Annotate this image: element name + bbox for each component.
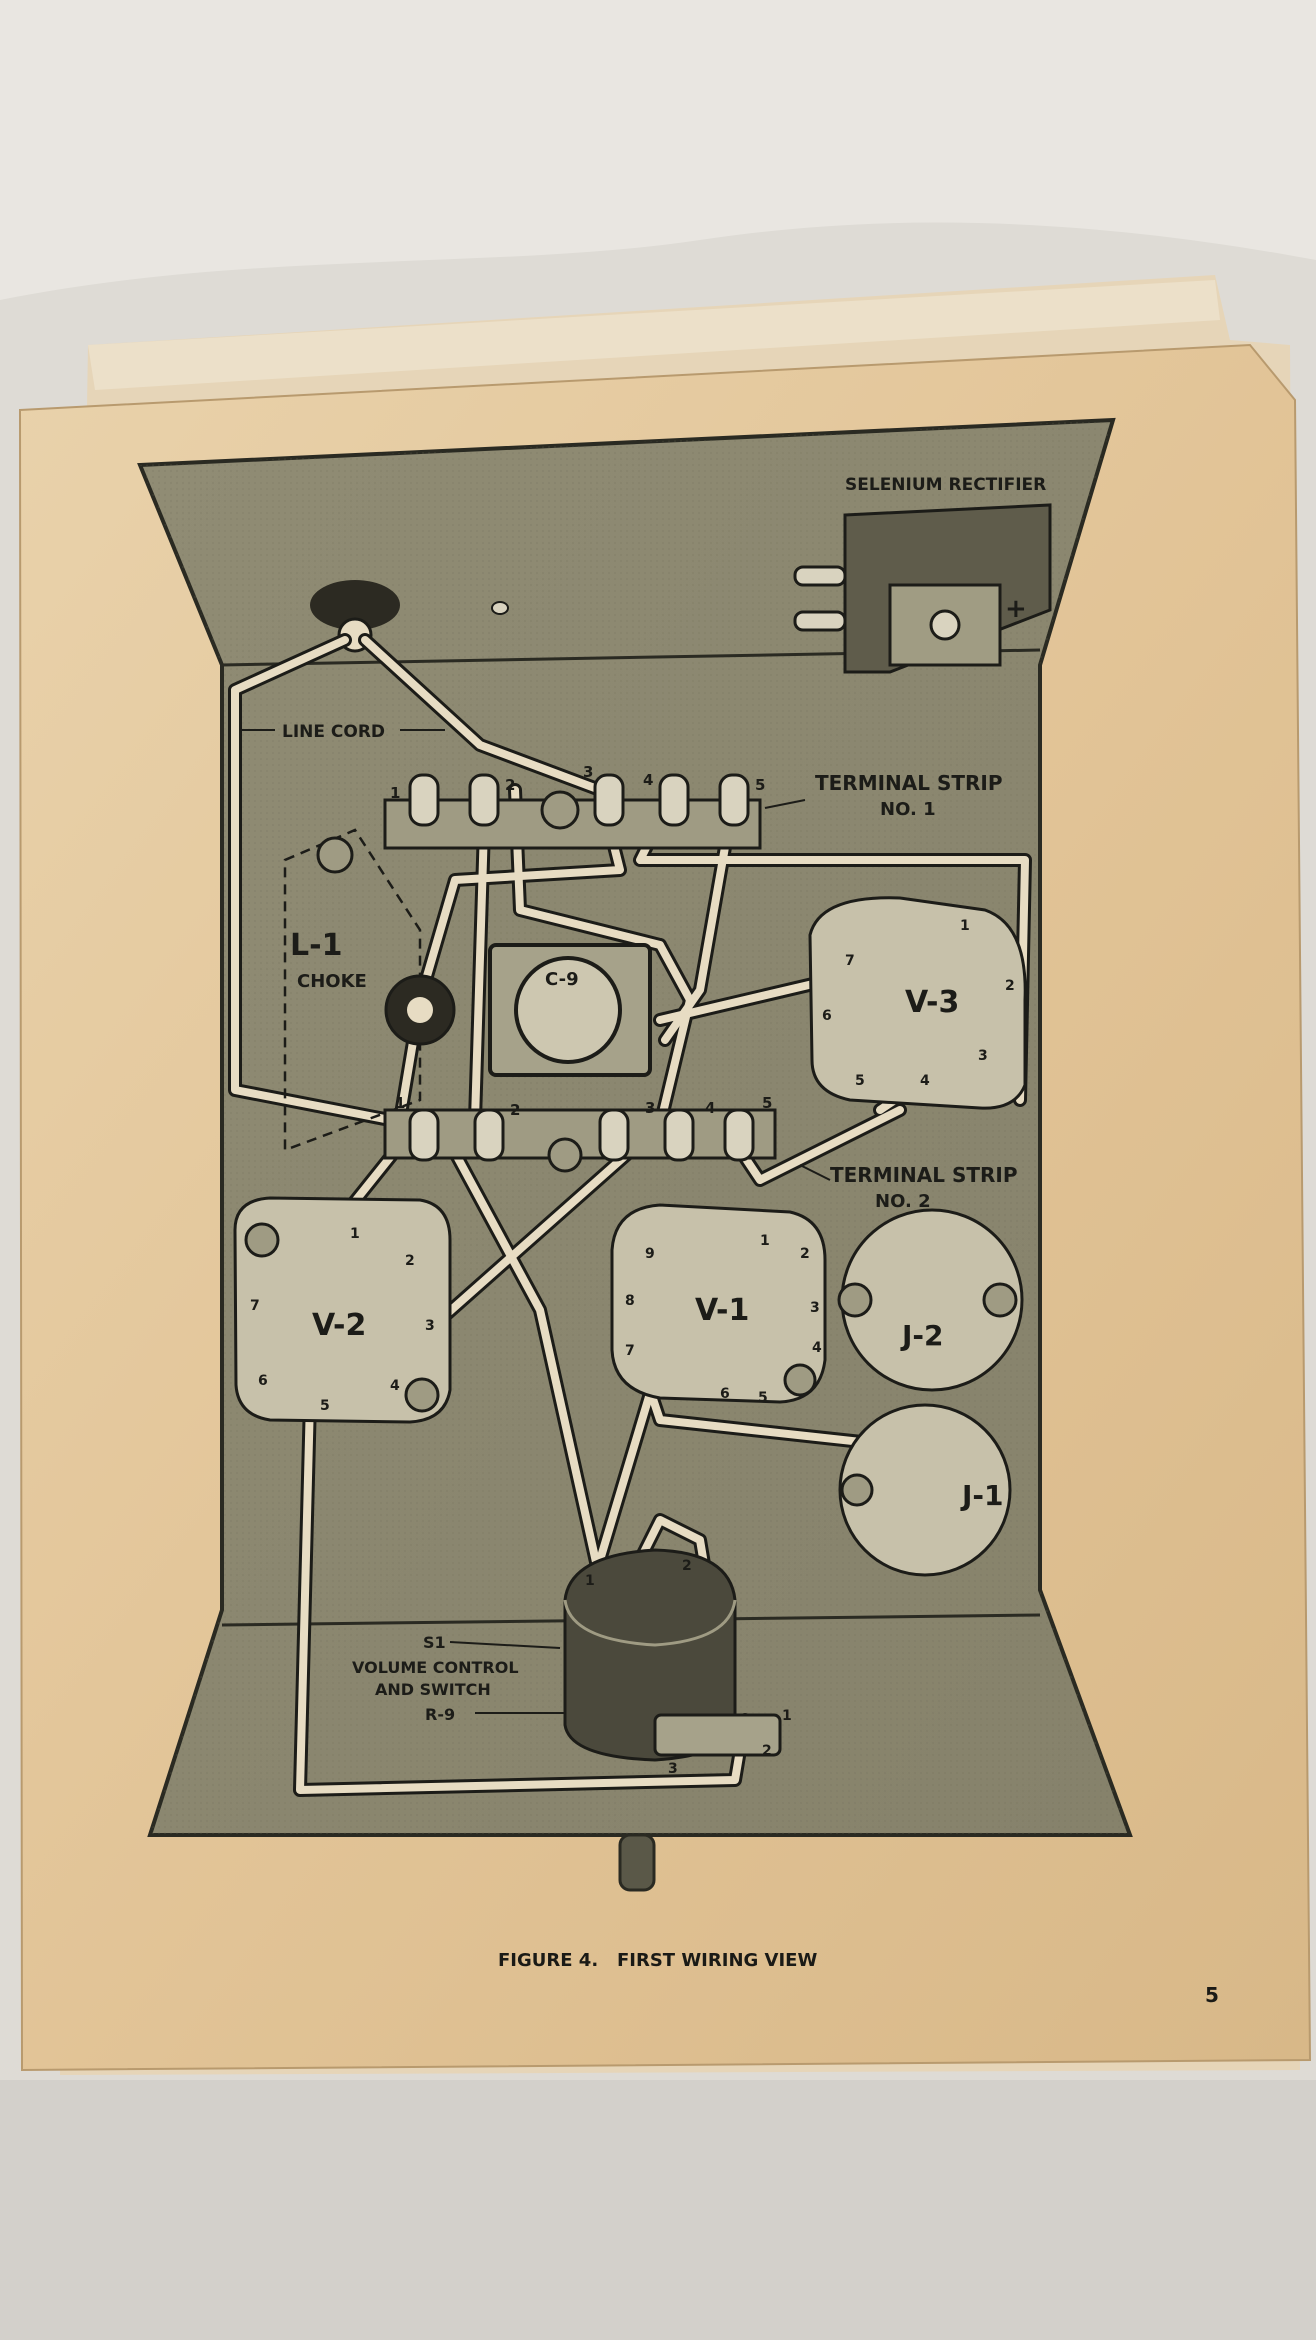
choke-label: CHOKE — [297, 971, 367, 992]
ts1-pin-2: 2 — [505, 776, 515, 794]
terminal-strip-2: 1 2 3 4 5 TERMINAL STRIP NO. 2 — [383, 1094, 1018, 1212]
rectifier-plus: + — [1005, 594, 1027, 624]
s1-label: S1 — [423, 1633, 446, 1652]
tube-socket-v1: V-1 1 2 3 4 5 6 7 8 9 — [610, 1203, 827, 1406]
v1-pin-6: 6 — [720, 1386, 730, 1402]
v2-pin-3: 3 — [425, 1318, 435, 1334]
tube-socket-v3: V-3 1 2 3 4 5 6 7 — [808, 896, 1027, 1110]
ts1-pin-3: 3 — [583, 763, 593, 781]
ts2-no: NO. 2 — [875, 1191, 931, 1212]
volume-label-1: VOLUME CONTROL — [352, 1658, 519, 1677]
ts2-pin-2: 2 — [510, 1101, 520, 1119]
v1-pin-8: 8 — [625, 1293, 635, 1309]
selenium-rectifier: SELENIUM RECTIFIER + — [793, 475, 1052, 674]
ts2-pin-3: 3 — [645, 1099, 655, 1117]
v1-pin-4: 4 — [812, 1340, 822, 1356]
ts1-pin-4: 4 — [643, 771, 653, 789]
v1-pin-2: 2 — [800, 1246, 810, 1262]
v1-label: V-1 — [695, 1293, 749, 1328]
ts1-pin-5: 5 — [755, 776, 765, 794]
v3-pin-1: 1 — [960, 918, 970, 934]
v1-pin-1: 1 — [760, 1233, 770, 1249]
svg-text:C-9: C-9 — [545, 969, 579, 990]
v1-pin-7: 7 — [625, 1343, 635, 1359]
jack-j1: J-1 — [838, 1403, 1012, 1577]
switch-pin-1: 1 — [782, 1708, 792, 1724]
v2-pin-6: 6 — [258, 1373, 268, 1389]
v1-pin-3: 3 — [810, 1300, 820, 1316]
v2-pin-7: 7 — [250, 1298, 260, 1314]
v1-pin-9: 9 — [645, 1246, 655, 1262]
tube-socket-v2: V-2 1 2 3 4 5 6 7 — [233, 1196, 452, 1424]
volume-label-2: AND SWITCH — [375, 1680, 491, 1699]
v2-pin-1: 1 — [350, 1226, 360, 1242]
ts1-pin-1: 1 — [390, 784, 400, 802]
v2-pin-4: 4 — [390, 1378, 400, 1394]
choke-id: L-1 — [290, 928, 342, 963]
v3-label: V-3 — [905, 985, 959, 1020]
v3-pin-4: 4 — [920, 1073, 930, 1089]
j2-label: J-2 — [900, 1319, 944, 1352]
page-number: 5 — [1205, 1983, 1219, 2007]
v1-pin-5: 5 — [758, 1390, 768, 1406]
v2-pin-2: 2 — [405, 1253, 415, 1269]
ts2-title: TERMINAL STRIP — [830, 1163, 1018, 1187]
capacitor-c9: C-9 — [488, 790, 652, 1077]
v2-pin-5: 5 — [320, 1398, 330, 1414]
v3-pin-6: 6 — [822, 1008, 832, 1024]
ts1-title: TERMINAL STRIP — [815, 771, 1003, 795]
control-pin-2: 2 — [682, 1558, 692, 1574]
rectifier-label: SELENIUM RECTIFIER — [845, 475, 1046, 495]
choke-l1: L-1 CHOKE — [283, 828, 456, 1152]
figure-caption: FIGURE 4. FIRST WIRING VIEW — [498, 1950, 817, 1971]
v3-pin-5: 5 — [855, 1073, 865, 1089]
control-pin-1: 1 — [585, 1573, 595, 1589]
ts2-pin-4: 4 — [705, 1099, 715, 1117]
volume-control-switch: 1 2 1 2 3 S1 VOLUME CONTROL AND SWITCH R… — [352, 1548, 792, 1777]
v3-pin-7: 7 — [845, 953, 855, 969]
switch-pin-3: 3 — [668, 1761, 678, 1777]
r9-label: R-9 — [425, 1705, 455, 1724]
svg-text:LINE CORD: LINE CORD — [282, 722, 385, 742]
ts2-pin-1: 1 — [395, 1094, 405, 1112]
ts1-no: NO. 1 — [880, 799, 936, 820]
line-cord-label: LINE CORD — [240, 722, 445, 742]
v2-label: V-2 — [312, 1308, 366, 1343]
ts2-pin-5: 5 — [762, 1094, 772, 1112]
jack-j2: J-2 — [837, 1208, 1024, 1392]
j1-label: J-1 — [960, 1479, 1004, 1512]
switch-pin-2: 2 — [762, 1743, 772, 1759]
terminal-strip-1-lugs — [408, 773, 750, 827]
v3-pin-3: 3 — [978, 1048, 988, 1064]
v3-pin-2: 2 — [1005, 978, 1015, 994]
